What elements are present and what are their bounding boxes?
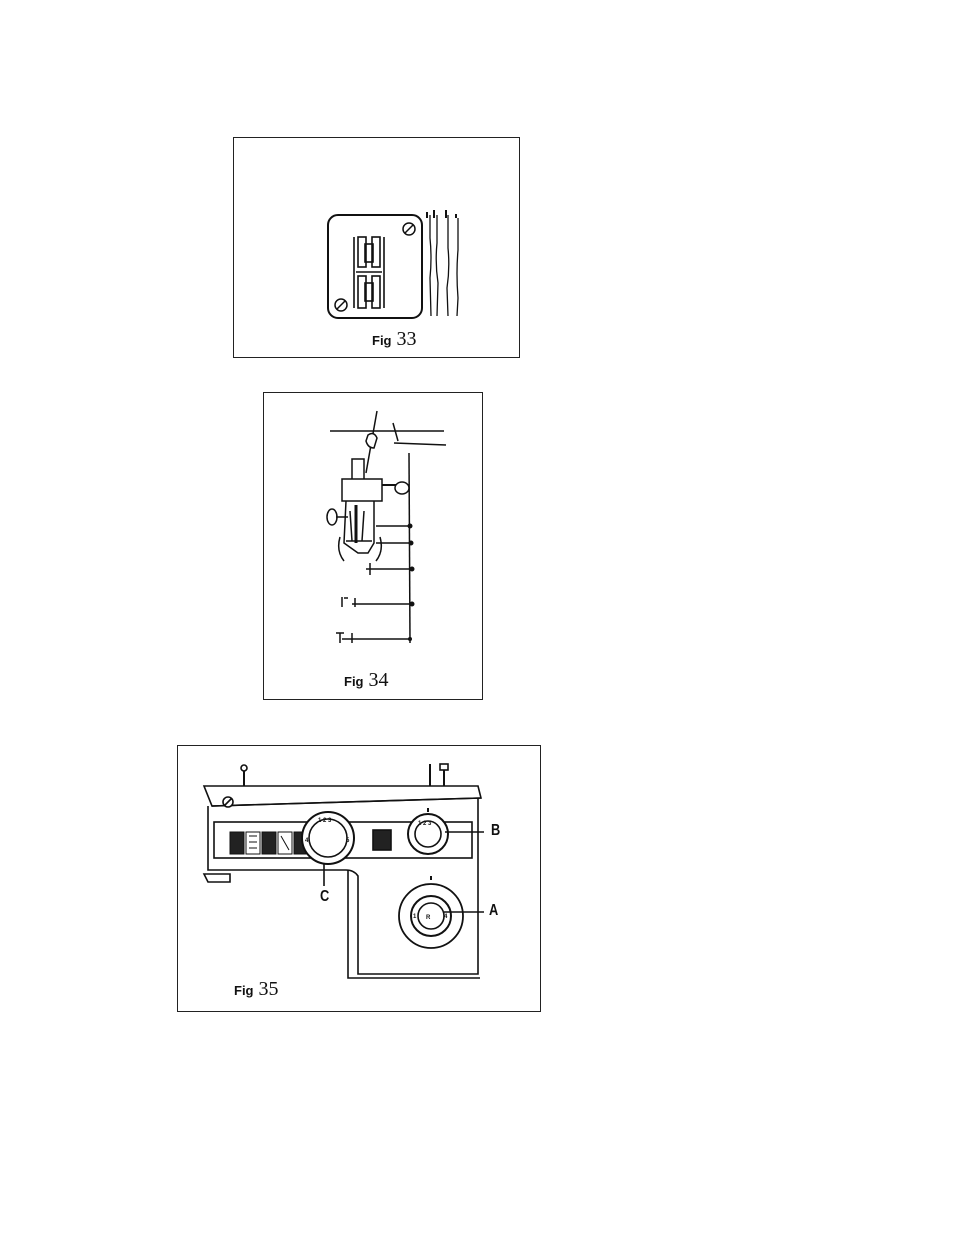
figure-33: Fig 33 [233,137,520,358]
callout-b: B [491,822,500,840]
caption-word: Fig [344,674,364,689]
svg-text:1 2 3: 1 2 3 [418,821,432,827]
callout-c: C [320,888,329,906]
figure-35-caption: Fig 35 [234,978,279,1001]
sewing-machine-illustration: 1 2 3 4 5 1 2 3 1 4 R [178,746,542,1013]
caption-number: 33 [397,328,417,350]
caption-number: 34 [369,669,389,691]
presser-foot-illustration [264,393,484,701]
svg-text:1 2 3: 1 2 3 [318,818,332,824]
caption-number: 35 [259,978,279,1000]
figure-35: 1 2 3 4 5 1 2 3 1 4 R B A C Fig 35 [177,745,541,1012]
callout-a: A [489,902,498,920]
figure-34-caption: Fig 34 [344,669,389,692]
needle-plate-illustration [234,138,521,359]
caption-word: Fig [234,983,254,998]
figure-33-caption: Fig 33 [372,328,417,351]
caption-word: Fig [372,333,392,348]
figure-34: Fig 34 [263,392,483,700]
svg-text:R: R [426,915,431,921]
